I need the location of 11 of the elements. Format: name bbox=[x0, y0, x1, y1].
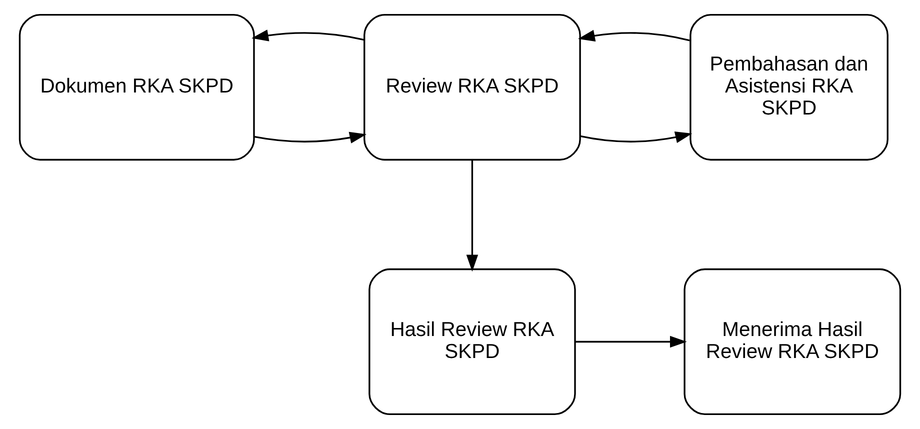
arrow bbox=[580, 131, 692, 143]
node-box: Menerima Hasil Review RKA SKPD bbox=[684, 268, 902, 416]
arrow bbox=[254, 132, 366, 144]
arrow bbox=[252, 30, 364, 42]
node-box: Review RKA SKPD bbox=[364, 14, 581, 161]
node-box: Hasil Review RKA SKPD bbox=[368, 268, 576, 416]
arrow bbox=[578, 30, 690, 42]
arrow bbox=[575, 336, 687, 348]
node-box: Pembahasan dan Asistensi RKA SKPD bbox=[690, 14, 888, 161]
arrow bbox=[466, 160, 478, 272]
node-box: Dokumen RKA SKPD bbox=[18, 14, 255, 161]
